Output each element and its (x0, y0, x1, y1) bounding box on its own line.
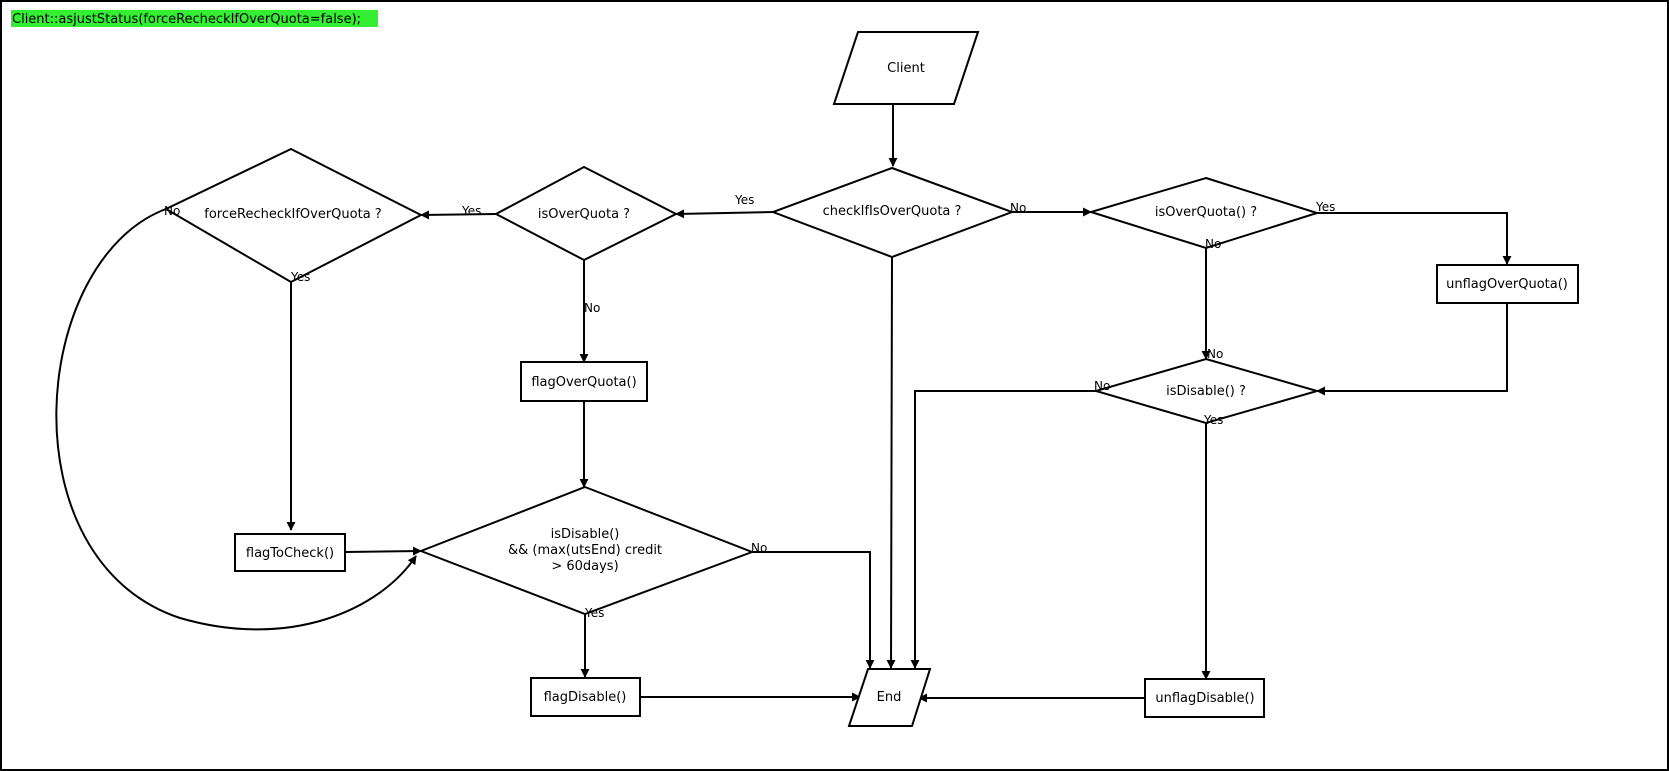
edge-label-credit-no: No (751, 541, 767, 555)
edge-overquota-left-yes (420, 210, 497, 220)
edge-label-overquota-left-no: No (584, 301, 600, 315)
is-disable-credit-line-2: && (max(utsEnd) credit (508, 543, 662, 558)
is-disable-credit-diamond (418, 485, 755, 616)
flag-over-quota-box (520, 361, 648, 402)
check-if-is-over-quota-label: checkIfIsOverQuota ? (823, 204, 962, 219)
node-is-disable-right: isDisable() ? (1092, 357, 1321, 425)
edge-force-no-loop (55, 208, 417, 631)
is-over-quota-left-diamond (493, 165, 679, 262)
edge-label-credit-yes: Yes (584, 606, 604, 620)
node-flag-disable: flagDisable() (530, 677, 641, 717)
unflag-disable-label: unflagDisable() (1155, 691, 1254, 706)
edge-unflagoverquota-to-disable (1316, 304, 1508, 396)
unflag-over-quota-box (1436, 264, 1579, 304)
node-force-recheck: forceRecheckIfOverQuota ? (163, 147, 424, 284)
client-parallelogram (832, 31, 980, 105)
edge-check-yes (675, 209, 774, 219)
is-over-quota-right-label: isOverQuota() ? (1155, 205, 1257, 220)
node-flag-to-check: flagToCheck() (234, 533, 346, 572)
is-disable-credit-line-1: isDisable() (551, 527, 620, 542)
node-is-over-quota-right: isOverQuota() ? (1087, 176, 1321, 250)
edges (55, 104, 1512, 703)
is-disable-right-diamond (1092, 357, 1321, 425)
edge-labels: Yes No Yes No No Yes No Yes Yes No No No… (164, 193, 1335, 620)
title-text: Client::asjustStatus(forceRecheckIfOverQ… (12, 12, 361, 27)
edge-label-overquota-right-no: No (1205, 237, 1221, 251)
node-client: Client (832, 31, 980, 105)
unflag-over-quota-label: unflagOverQuota() (1446, 277, 1568, 292)
force-recheck-diamond (163, 147, 424, 284)
flag-to-check-label: flagToCheck() (246, 546, 334, 561)
unflag-disable-box (1144, 678, 1265, 718)
flag-disable-box (530, 677, 641, 717)
end-parallelogram (847, 668, 932, 727)
flag-to-check-box (234, 533, 346, 572)
node-unflag-over-quota: unflagOverQuota() (1436, 264, 1579, 304)
flag-disable-label: flagDisable() (544, 690, 627, 705)
end-label: End (877, 690, 902, 705)
title-highlight (11, 10, 378, 27)
is-over-quota-right-diamond (1087, 176, 1321, 250)
edge-label-force-yes: Yes (290, 270, 310, 284)
edge-label-force-no: No (164, 204, 180, 218)
is-disable-right-label: isDisable() ? (1166, 384, 1246, 399)
node-check-if-is-over-quota: checkIfIsOverQuota ? (770, 166, 1015, 259)
node-flag-over-quota: flagOverQuota() (520, 361, 648, 402)
edge-flagtocheck-to-credit (345, 546, 422, 556)
node-is-over-quota-left: isOverQuota ? (493, 165, 679, 262)
edge-label-disable-right-no: No (1094, 379, 1110, 393)
edge-label-check-no: No (1010, 201, 1026, 215)
flag-over-quota-label: flagOverQuota() (531, 375, 636, 390)
edge-check-to-end (886, 256, 896, 669)
edge-label-disable-right-yes: Yes (1203, 413, 1223, 427)
node-is-disable-credit: isDisable() && (max(utsEnd) credit > 60d… (418, 485, 755, 616)
edge-label-disable-right-in-no: No (1207, 347, 1223, 361)
edge-label-check-yes: Yes (734, 193, 754, 207)
edge-overquota-right-yes (1317, 212, 1512, 265)
is-over-quota-left-label: isOverQuota ? (538, 207, 630, 222)
edge-disable-right-no (910, 390, 1096, 669)
check-if-is-over-quota-diamond (770, 166, 1015, 259)
node-end: End (847, 668, 932, 727)
force-recheck-label: forceRecheckIfOverQuota ? (204, 207, 381, 222)
diagram-title: Client::asjustStatus(forceRecheckIfOverQ… (11, 10, 378, 27)
client-label: Client (887, 61, 925, 76)
edge-credit-no (752, 551, 875, 669)
edge-label-overquota-left-yes: Yes (461, 204, 481, 218)
node-unflag-disable: unflagDisable() (1144, 678, 1265, 718)
edge-label-overquota-right-yes: Yes (1315, 200, 1335, 214)
is-disable-credit-line-3: > 60days) (551, 559, 618, 574)
